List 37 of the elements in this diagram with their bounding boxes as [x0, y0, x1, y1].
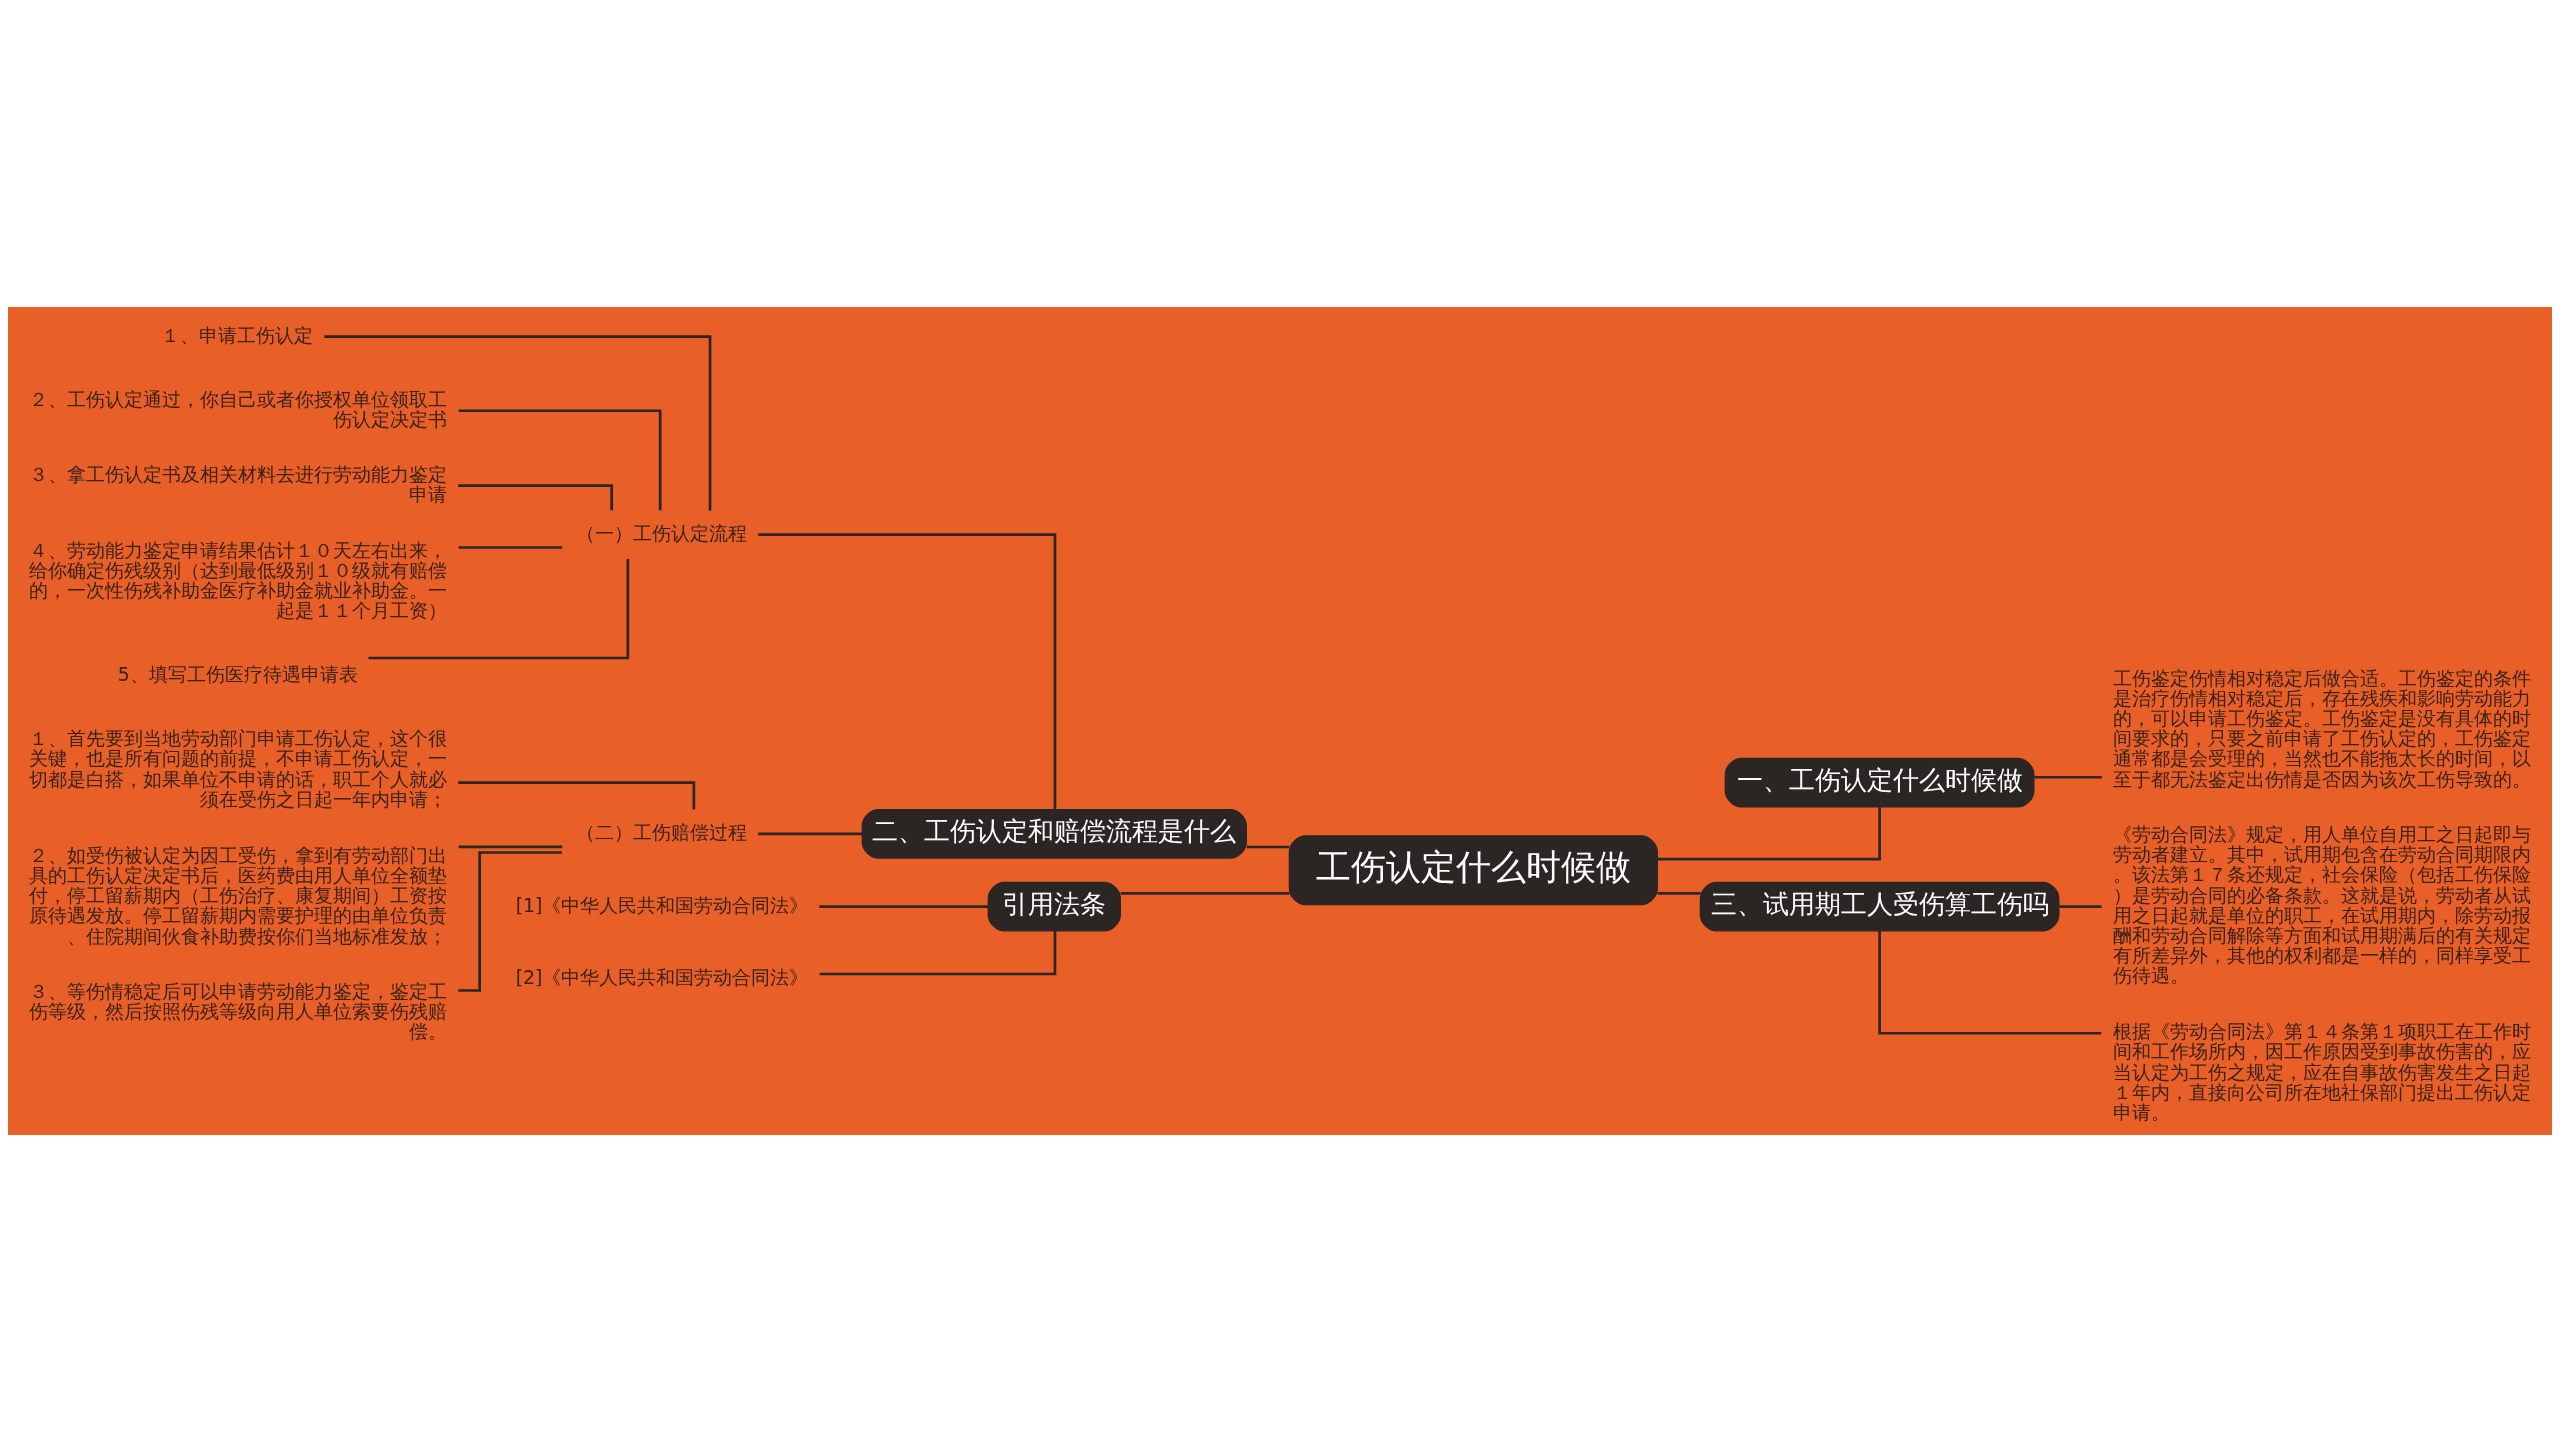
node-box: 工伤认定什么时候做: [1288, 835, 1658, 906]
node-box: 一、工伤认定什么时候做: [1724, 757, 2035, 808]
connector: [458, 845, 563, 849]
connector: [458, 409, 662, 511]
node-text: [2]《中华人民共和国劳动合同法》: [515, 966, 809, 989]
node-text: （一）工伤认定流程: [576, 521, 748, 544]
connector: [1657, 807, 1881, 861]
node-text: 根据《劳动合同法》第１４条第１项职工在工作时间和工作场所内，因工作原因受到事故伤害的，应当认定为工伤之规定，应在自事故伤害发生之日起１年内，直接向公司所在地社保部门提出工伤认定申请。: [2112, 1020, 2531, 1124]
node-text: １、申请工伤认定: [161, 323, 314, 346]
connector: [2034, 775, 2102, 779]
connector: [368, 559, 630, 660]
node-text: １、首先要到当地劳动部门申请工伤认定，这个很关键，也是所有问题的前提，不申请工伤认定，一切都是白搭，如果单位不申请的话，职工个人就必须在受伤之日起一年内申请；: [29, 727, 448, 810]
connector: [1878, 931, 2102, 1035]
node-text: ３、拿工伤认定书及相关材料去进行劳动能力鉴定申请: [29, 463, 448, 506]
node-text: ２、如受伤被认定为因工受伤，拿到有劳动部门出具的工伤认定决定书后，医药费由用人单位全额垫付，停工留薪期内（工伤治疗、康复期间）工资按原待遇发放。停工留薪期内需要护理的由单位负责、住院期间伙食补助费按你们当地标准发放；: [29, 843, 448, 947]
connector: [758, 832, 863, 836]
node-box: 三、试用期工人受伤算工伤吗: [1699, 881, 2060, 932]
connector: [819, 905, 989, 908]
connector: [1120, 892, 1290, 895]
connector: [2059, 905, 2102, 908]
connector: [1246, 845, 1290, 849]
connector: [1657, 892, 1701, 895]
node-text: （二）工伤赔偿过程: [576, 820, 748, 843]
node-text: 《劳动合同法》规定，用人单位自用工之日起即与劳动者建立。其中，试用期包含在劳动合同期限内。该法第１７条还规定，社会保险（包括工伤保险）是劳动合同的必备条款。这就是说，劳动者从试用之日起就是单位的职工，在试用期内，除劳动报酬和劳动合同解除等方面和试用期满后的有关规定有所差异外，其他的权利都是一样的，同样享受工伤待遇。: [2112, 822, 2531, 987]
node-box: 二、工伤认定和赔偿流程是什么: [861, 808, 1247, 859]
node-text: ３、等伤情稳定后可以申请劳动能力鉴定，鉴定工伤等级，然后按照伤残等级向用人单位索要伤残赔偿。: [29, 979, 448, 1043]
node-text: [1]《中华人民共和国劳动合同法》: [515, 893, 809, 916]
connector: [324, 335, 712, 511]
connector: [819, 930, 1057, 976]
node-text: 5、填写工伤医疗待遇申请表: [117, 663, 358, 686]
node-text: ２、工伤认定通过，你自己或者你授权单位领取工伤认定决定书: [29, 387, 448, 430]
node-text: 工伤鉴定伤情相对稳定后做合适。工伤鉴定的条件是治疗伤情相对稳定后，存在残疾和影响劳动能力的，可以申请工伤鉴定。工伤鉴定是没有具体的时间要求的，只要之前申请了工伤认定的，工伤鉴定通常都是会受理的，当然也不能拖太长的时间，以至于都无法鉴定出伤情是否因为该次工伤导致的。: [2112, 666, 2531, 790]
node-box: 引用法条: [987, 881, 1121, 932]
node-text: ４、劳动能力鉴定申请结果估计１０天左右出来，给你确定伤残级别（达到最低级别１０级就有赔偿的，一次性伤残补助金医疗补助金就业补助金。一起是１１个月工资）: [29, 538, 448, 622]
connector: [758, 533, 1057, 810]
connector: [458, 484, 613, 511]
connector: [458, 546, 563, 549]
